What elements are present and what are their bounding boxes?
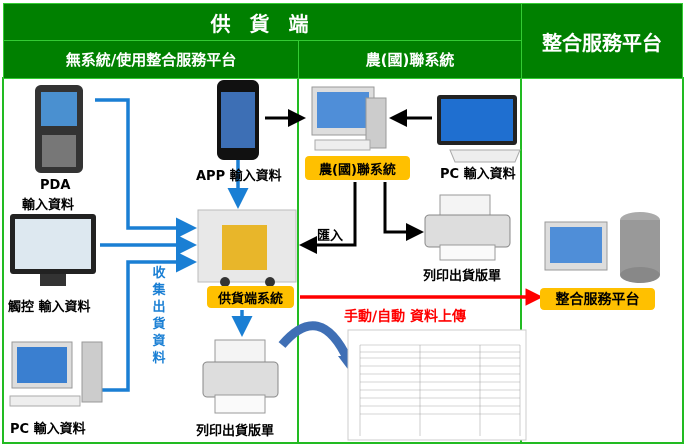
computer-icon-farm [311, 86, 387, 151]
collect-arrows [95, 98, 253, 392]
collect-label: 收集出貨資料 [152, 266, 166, 366]
upload-label: 手動/自動 資料上傳 [344, 309, 466, 325]
supplier-system-label: 供貨端系統 [207, 286, 294, 308]
printer-icon-center [202, 339, 279, 414]
touch-input-label: 觸控 輸入資料 [8, 300, 91, 315]
pc-input-label: PC 輸入資料 [10, 422, 86, 437]
no-system-header: 無系統/使用整合服務平台 [3, 40, 299, 79]
farm-pc-label: PC 輸入資料 [440, 167, 516, 182]
monitor-icon-farm [437, 95, 521, 163]
farm-print-label: 列印出貨版單 [423, 269, 502, 284]
curved-arrow [278, 321, 353, 362]
pda-icon [35, 85, 83, 173]
platform-label: 整合服務平台 [540, 288, 655, 310]
farm-system-label: 農(國)聯系統 [305, 156, 410, 180]
pc-icon-left [9, 341, 103, 407]
center-print-label: 列印出貨版單 [196, 424, 275, 439]
platform-header: 整合服務平台 [521, 3, 683, 79]
phone-icon [217, 80, 259, 160]
pda-input-label: 輸入資料 [22, 198, 75, 213]
supplier-header: 供 貨 端 [3, 3, 522, 41]
truck-icon [197, 209, 297, 287]
shipping-document-image [347, 329, 527, 441]
pda-label: PDA [40, 178, 71, 193]
server-icon [544, 212, 660, 283]
import-label: 匯入 [317, 229, 344, 244]
app-input-label: APP 輸入資料 [196, 169, 282, 184]
farm-system-header: 農(國)聯系統 [298, 40, 522, 79]
printer-icon-farm [424, 194, 511, 261]
touch-monitor-icon [10, 214, 96, 286]
